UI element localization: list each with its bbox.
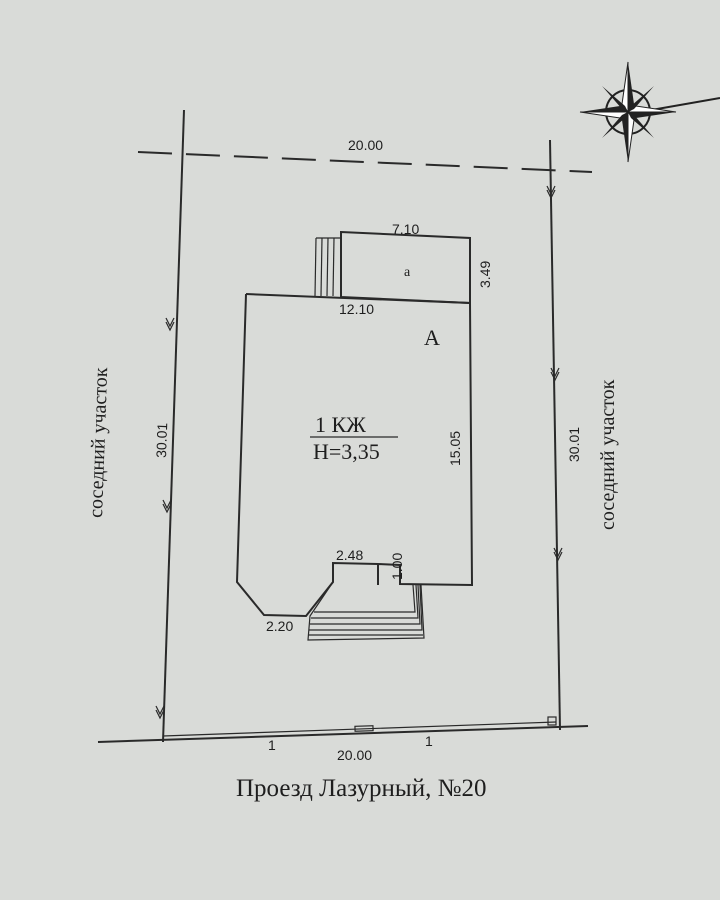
corner-cut-length: 2.20 bbox=[266, 618, 293, 634]
entrance-steps bbox=[307, 581, 425, 641]
building-outline bbox=[235, 293, 474, 618]
street-label: Проезд Лазурный, №20 bbox=[236, 775, 486, 802]
lot-boundary bbox=[97, 109, 593, 743]
lot-bottom-tick-right: 1 bbox=[425, 733, 433, 749]
compass-rose-icon bbox=[579, 61, 720, 163]
annex-label: а bbox=[404, 265, 411, 280]
building-label: А bbox=[424, 325, 440, 350]
entrance-depth: 1.00 bbox=[389, 553, 405, 580]
boundary-markers bbox=[155, 185, 563, 720]
lot-right-depth: 30.01 bbox=[566, 427, 582, 462]
building-width: 12.10 bbox=[339, 301, 374, 317]
annex-outline bbox=[314, 230, 471, 305]
lot-bottom-width: 20.00 bbox=[337, 747, 372, 763]
annex-width: 7.10 bbox=[392, 221, 419, 237]
lot-top-width: 20.00 bbox=[348, 137, 383, 153]
neighbor-left-label: соседний участок bbox=[85, 367, 112, 518]
entrance-width: 2.48 bbox=[336, 547, 363, 563]
lot-left-depth: 30.01 bbox=[153, 422, 170, 458]
lot-bottom-tick-left: 1 bbox=[268, 737, 276, 753]
building-height: Н=3,35 bbox=[313, 439, 380, 464]
neighbor-right-label: соседний участок bbox=[597, 379, 619, 530]
building-depth: 15.05 bbox=[447, 431, 463, 466]
building-floors-material: 1 КЖ bbox=[315, 412, 366, 437]
annex-depth: 3.49 bbox=[477, 261, 493, 288]
